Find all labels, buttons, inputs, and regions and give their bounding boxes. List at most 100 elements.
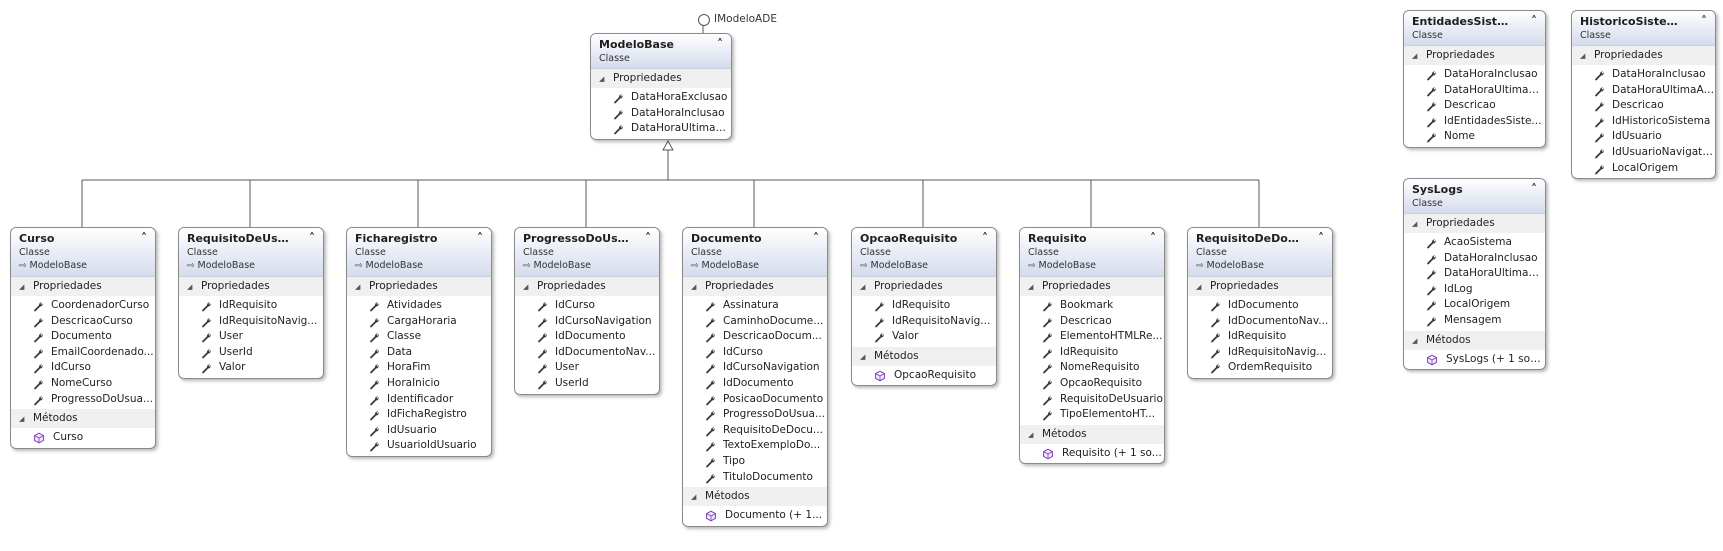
expand-triangle-icon[interactable]: ◢ <box>1028 430 1034 439</box>
method-item[interactable]: Curso <box>11 430 155 446</box>
expand-triangle-icon[interactable]: ◢ <box>860 352 866 361</box>
property-item[interactable]: Descricao <box>1020 314 1164 330</box>
property-item[interactable]: IdRequisitoNavig... <box>852 314 996 330</box>
expand-triangle-icon[interactable]: ◢ <box>1196 283 1202 291</box>
section-header-prop[interactable]: ◢Propriedades <box>179 277 323 296</box>
property-item[interactable]: IdEntidadesSiste... <box>1404 114 1545 130</box>
property-item[interactable]: EmailCoordenado... <box>11 345 155 361</box>
section-header-prop[interactable]: ◢Propriedades <box>11 277 155 296</box>
property-item[interactable]: IdDocumento <box>683 376 827 392</box>
section-header-method[interactable]: ◢Métodos <box>852 346 996 366</box>
property-item[interactable]: UserId <box>179 345 323 361</box>
property-item[interactable]: IdRequisitoNavig... <box>1188 345 1332 361</box>
property-item[interactable]: IdRequisito <box>1020 345 1164 361</box>
collapse-chevron-icon[interactable]: ˄ <box>141 231 147 245</box>
property-item[interactable]: IdLog <box>1404 282 1545 298</box>
property-item[interactable]: Mensagem <box>1404 313 1545 329</box>
section-header-prop[interactable]: ◢Propriedades <box>1188 277 1332 296</box>
property-item[interactable]: IdRequisito <box>852 298 996 314</box>
property-item[interactable]: IdDocumento <box>1188 298 1332 314</box>
property-item[interactable]: NomeCurso <box>11 376 155 392</box>
method-item[interactable]: Requisito (+ 1 so... <box>1020 446 1164 462</box>
expand-triangle-icon[interactable]: ◢ <box>1580 52 1586 60</box>
property-item[interactable]: PosicaoDocumento <box>683 392 827 408</box>
property-item[interactable]: LocalOrigem <box>1572 161 1715 177</box>
expand-triangle-icon[interactable]: ◢ <box>19 415 25 424</box>
method-item[interactable]: SysLogs (+ 1 sob... <box>1404 352 1545 368</box>
section-header-method[interactable]: ◢Métodos <box>1020 424 1164 444</box>
property-item[interactable]: IdUsuarioNavigati... <box>1572 145 1715 161</box>
section-header-prop[interactable]: ◢Propriedades <box>515 277 659 296</box>
collapse-chevron-icon[interactable]: ˄ <box>645 231 651 245</box>
property-item[interactable]: DataHoraInclusao <box>1404 251 1545 267</box>
property-item[interactable]: Atividades <box>347 298 491 314</box>
property-item[interactable]: IdCursoNavigation <box>683 360 827 376</box>
property-item[interactable]: DescricaoCurso <box>11 314 155 330</box>
expand-triangle-icon[interactable]: ◢ <box>355 283 361 291</box>
property-item[interactable]: HoraInicio <box>347 376 491 392</box>
expand-triangle-icon[interactable]: ◢ <box>691 493 697 502</box>
property-item[interactable]: Valor <box>852 329 996 345</box>
property-item[interactable]: Documento <box>11 329 155 345</box>
expand-triangle-icon[interactable]: ◢ <box>1412 220 1418 228</box>
method-item[interactable]: OpcaoRequisito <box>852 368 996 384</box>
property-item[interactable]: ElementoHTMLRe... <box>1020 329 1164 345</box>
property-item[interactable]: Nome <box>1404 129 1545 145</box>
expand-triangle-icon[interactable]: ◢ <box>1412 52 1418 60</box>
property-item[interactable]: IdDocumentoNav... <box>515 345 659 361</box>
property-item[interactable]: TextoExemploDo... <box>683 438 827 454</box>
property-item[interactable]: IdCurso <box>11 360 155 376</box>
section-header-method[interactable]: ◢Métodos <box>11 409 155 429</box>
property-item[interactable]: Tipo <box>683 454 827 470</box>
property-item[interactable]: OpcaoRequisito <box>1020 376 1164 392</box>
property-item[interactable]: LocalOrigem <box>1404 297 1545 313</box>
section-header-prop[interactable]: ◢Propriedades <box>683 277 827 296</box>
section-header-prop[interactable]: ◢Propriedades <box>347 277 491 296</box>
property-item[interactable]: DataHoraUltimaAl... <box>591 121 731 137</box>
property-item[interactable]: RequisitoDeUsuario <box>1020 392 1164 408</box>
property-item[interactable]: NomeRequisito <box>1020 360 1164 376</box>
property-item[interactable]: Bookmark <box>1020 298 1164 314</box>
property-item[interactable]: IdUsuario <box>1572 129 1715 145</box>
property-item[interactable]: ProgressoDoUsua... <box>683 407 827 423</box>
property-item[interactable]: IdFichaRegistro <box>347 407 491 423</box>
property-item[interactable]: UsuarioIdUsuario <box>347 438 491 454</box>
collapse-chevron-icon[interactable]: ˄ <box>1701 14 1707 28</box>
property-item[interactable]: User <box>515 360 659 376</box>
class-header[interactable]: ProgressoDoUsu...Classe⇨ModeloBase˄ <box>515 228 659 277</box>
class-header[interactable]: RequisitoDeDoc...Classe⇨ModeloBase˄ <box>1188 228 1332 277</box>
section-header-prop[interactable]: ◢Propriedades <box>1020 277 1164 296</box>
property-item[interactable]: DataHoraUltimaAl... <box>1404 83 1545 99</box>
property-item[interactable]: AcaoSistema <box>1404 235 1545 251</box>
property-item[interactable]: TipoElementoHT... <box>1020 407 1164 423</box>
property-item[interactable]: TituloDocumento <box>683 470 827 486</box>
expand-triangle-icon[interactable]: ◢ <box>187 283 193 291</box>
collapse-chevron-icon[interactable]: ˄ <box>1318 231 1324 245</box>
section-header-method[interactable]: ◢Métodos <box>1404 330 1545 350</box>
property-item[interactable]: Identificador <box>347 392 491 408</box>
section-header-prop[interactable]: ◢Propriedades <box>852 277 996 296</box>
property-item[interactable]: DataHoraInclusao <box>1404 67 1545 83</box>
property-item[interactable]: IdHistoricoSistema <box>1572 114 1715 130</box>
expand-triangle-icon[interactable]: ◢ <box>691 283 697 291</box>
property-item[interactable]: Descricao <box>1572 98 1715 114</box>
property-item[interactable]: DataHoraInclusao <box>591 106 731 122</box>
section-header-prop[interactable]: ◢Propriedades <box>591 69 731 88</box>
property-item[interactable]: Data <box>347 345 491 361</box>
method-item[interactable]: Documento (+ 1... <box>683 508 827 524</box>
